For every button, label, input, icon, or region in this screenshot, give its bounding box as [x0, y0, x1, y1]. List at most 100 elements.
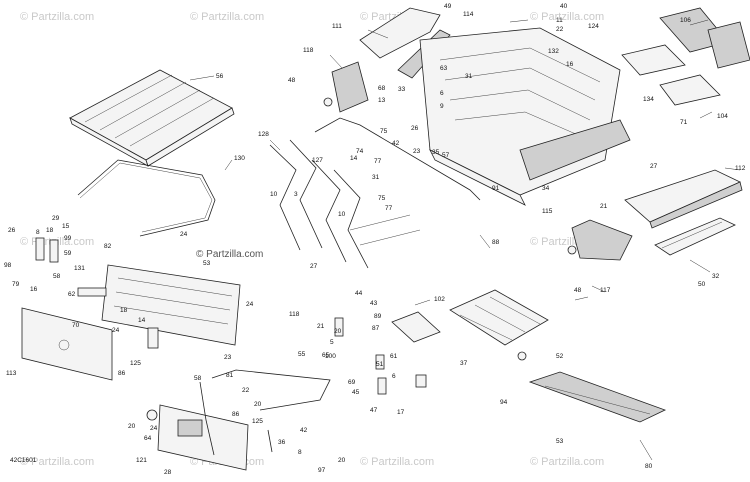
callout: 48	[288, 77, 296, 84]
callout: 53	[203, 260, 211, 267]
callout: 75	[378, 195, 386, 202]
side-step	[528, 371, 667, 423]
callout: 22	[242, 387, 250, 394]
callout: 82	[104, 243, 112, 250]
callout: 128	[258, 131, 269, 138]
callout: 79	[12, 281, 20, 288]
callout: 21	[317, 323, 325, 330]
callout: 100	[325, 353, 336, 360]
callout: 64	[144, 435, 152, 442]
callout: 127	[312, 157, 323, 164]
callout: 62	[68, 291, 76, 298]
watermark: © Partzilla.com	[530, 456, 604, 468]
callout: 94	[500, 399, 508, 406]
callout: 86	[118, 370, 126, 377]
callout: 59	[64, 250, 72, 257]
callout: 24	[246, 301, 254, 308]
fender-flap	[567, 219, 633, 261]
callout: 23	[224, 354, 232, 361]
callout: 74	[356, 148, 364, 155]
callout: 65	[322, 352, 330, 359]
callout: 18	[46, 227, 54, 234]
callout: 26	[8, 227, 16, 234]
callout: 32	[712, 273, 720, 280]
callout: 69	[348, 379, 356, 386]
callout: 14	[350, 155, 358, 162]
callout: 124	[588, 23, 599, 30]
callout: 44	[355, 290, 363, 297]
watermark: © Partzilla.com	[20, 456, 94, 468]
callout: 61	[390, 353, 398, 360]
callout: 87	[372, 325, 380, 332]
callout: 33	[398, 86, 406, 93]
callout: 8	[36, 229, 40, 236]
callout: 35	[432, 149, 440, 156]
callout: 15	[62, 223, 70, 230]
tailgate-outer	[21, 307, 113, 381]
callout: 117	[600, 287, 611, 294]
tailgate-cable	[199, 369, 331, 456]
floor-rack	[391, 289, 549, 361]
callout: 53	[556, 438, 564, 445]
callout: 80	[645, 463, 653, 470]
tailgate-inner	[146, 404, 249, 471]
callout: 28	[164, 469, 172, 476]
callout: 77	[374, 158, 382, 165]
callout: 50	[698, 281, 706, 288]
watermark: © Partzilla.com	[360, 456, 434, 468]
callout: 3	[294, 191, 298, 198]
callout: 75	[380, 128, 388, 135]
callout: 57	[442, 152, 450, 159]
callout: 56	[216, 73, 224, 80]
callout: 20	[338, 457, 346, 464]
callout: 111	[332, 23, 342, 30]
callout: 88	[492, 239, 500, 246]
callout: 29	[52, 215, 60, 222]
callout: 77	[385, 205, 393, 212]
callout: 20	[128, 423, 136, 430]
callout: 55	[298, 351, 306, 358]
support-rack	[269, 139, 421, 269]
callout: 27	[310, 263, 318, 270]
callout: 134	[643, 96, 654, 103]
callout: 31	[465, 73, 473, 80]
callout: 22	[556, 26, 564, 33]
figure-code: 42C1601	[10, 457, 37, 464]
callout: 81	[226, 372, 234, 379]
lamp-housing	[323, 61, 369, 113]
callout: 6	[392, 373, 396, 380]
callout: 114	[463, 11, 474, 18]
callout: 113	[6, 370, 17, 377]
callout: 52	[556, 353, 564, 360]
callout: 99	[64, 235, 72, 242]
callout: 68	[378, 85, 386, 92]
side-rail-lower	[654, 217, 736, 256]
callout: 21	[600, 203, 608, 210]
callout: 16	[566, 61, 574, 68]
callout: 48	[574, 287, 582, 294]
callout: 18	[120, 307, 128, 314]
callout: 10	[270, 191, 278, 198]
callout: 24	[180, 231, 188, 238]
leader-lines	[189, 19, 741, 461]
callout: 5	[330, 339, 334, 346]
callout: 20	[334, 328, 342, 335]
callout: 8	[298, 449, 302, 456]
callout: 97	[318, 467, 326, 474]
watermark: © Partzilla.com	[530, 11, 604, 23]
callout: 42	[392, 140, 400, 147]
latch-assembly	[334, 317, 427, 395]
callout: 71	[680, 119, 688, 126]
callout: 130	[234, 155, 245, 162]
callout: 9	[440, 103, 444, 110]
callout: 17	[397, 409, 405, 416]
callout: 37	[460, 360, 468, 367]
floor-mats	[621, 7, 750, 106]
watermark-center: © Partzilla.com	[196, 249, 263, 260]
callout: 125	[252, 418, 263, 425]
callout: 132	[548, 48, 559, 55]
seal-strip	[77, 159, 216, 237]
tube-bar	[314, 117, 481, 201]
callout: 27	[650, 163, 658, 170]
callout: 16	[30, 286, 38, 293]
